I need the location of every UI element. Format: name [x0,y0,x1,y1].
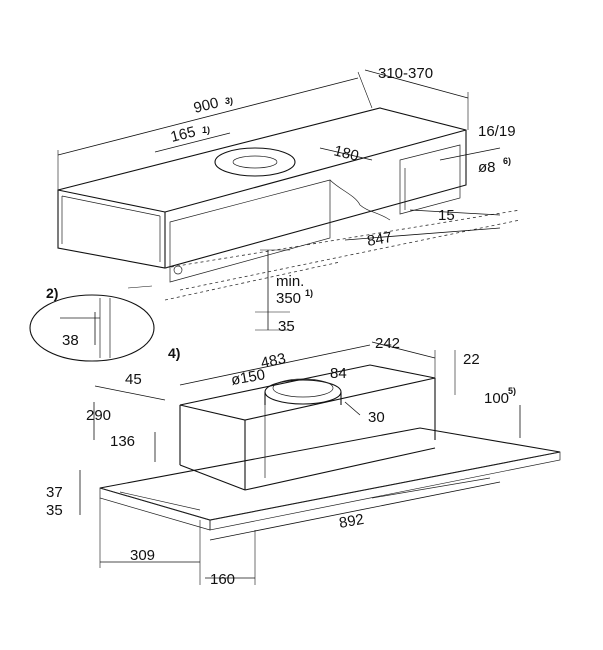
dim-136: 136 [110,433,135,450]
dim-16-19: 16/19 [478,123,516,140]
hood-drawing [99,364,561,531]
dim-847: 847 [366,229,394,250]
note-o8: 6) [503,156,511,166]
dim-15: 15 [438,207,455,224]
dim-22: 22 [463,351,480,368]
dim-100: 100 [484,390,509,407]
note-165: 1) [202,125,210,135]
dim-160: 160 [210,571,235,588]
min-label: min. [276,273,304,290]
dim-35-top: 35 [278,318,295,335]
dim-30: 30 [368,409,385,426]
dim-483: 483 [259,350,287,372]
dim-900: 900 [192,94,220,117]
detail-2-label: 2) [46,285,58,301]
cabinet-drawing [57,107,521,301]
note-350: 1) [305,288,313,298]
dim-180: 180 [332,142,360,165]
dim-37: 37 [46,484,63,501]
dim-84: 84 [330,365,347,382]
dim-o150: ø150 [230,366,267,389]
note-900: 3) [225,96,233,106]
dim-310-370: 310-370 [378,65,433,82]
dim-309: 309 [130,547,155,564]
dim-242: 242 [375,335,400,352]
bottom-dimension-lines [79,341,521,585]
dim-35-bottom: 35 [46,502,63,519]
dim-45: 45 [125,371,142,388]
note-4-label: 4) [168,345,180,361]
dim-350: 350 [276,290,301,307]
dim-38: 38 [62,332,79,349]
dim-892: 892 [338,511,366,532]
detail-2-circle [29,285,155,362]
dim-290: 290 [86,407,111,424]
note-100: 5) [508,386,516,396]
dim-165: 165 [169,123,197,146]
dim-o8: ø8 [478,159,496,176]
top-dimension-lines [57,69,501,331]
